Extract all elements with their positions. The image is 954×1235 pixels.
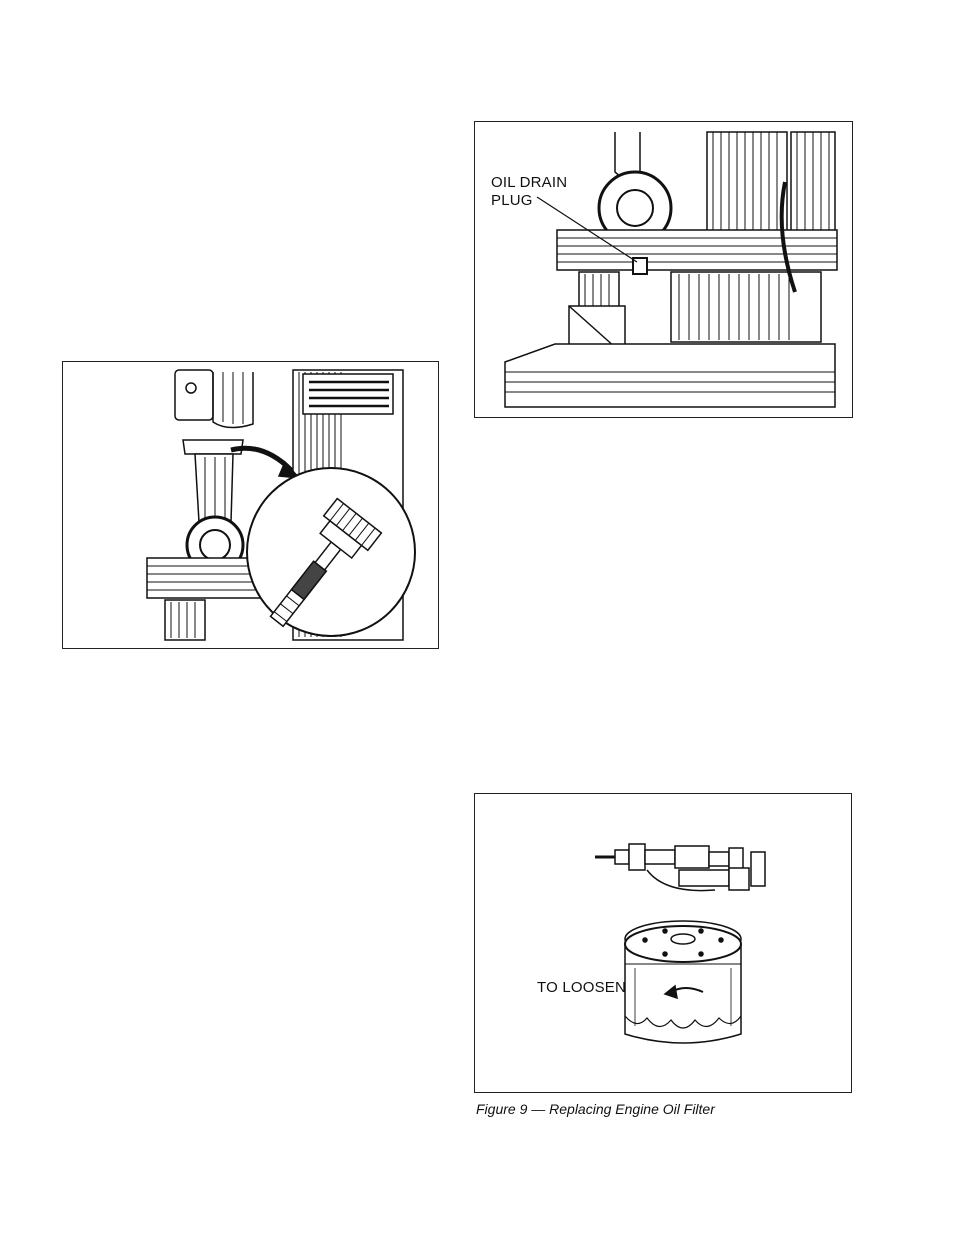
- oil-filter-icon: [625, 926, 741, 1043]
- to-loosen-label: TO LOOSEN: [537, 979, 626, 997]
- oil-filter-figure: TO LOOSEN: [474, 793, 852, 1093]
- dipstick-figure: [62, 361, 439, 649]
- oil-drain-figure: OIL DRAIN PLUG: [474, 121, 853, 418]
- oil-drain-label: OIL DRAIN: [491, 174, 567, 192]
- filter-adapter-icon: [595, 844, 765, 891]
- figure-caption: Figure 9 — Replacing Engine Oil Filter: [476, 1101, 715, 1117]
- plug-label: PLUG: [491, 192, 533, 210]
- dipstick-illustration: [63, 362, 439, 649]
- oil-drain-illustration: [475, 122, 853, 418]
- oil-filter-illustration: [475, 794, 852, 1093]
